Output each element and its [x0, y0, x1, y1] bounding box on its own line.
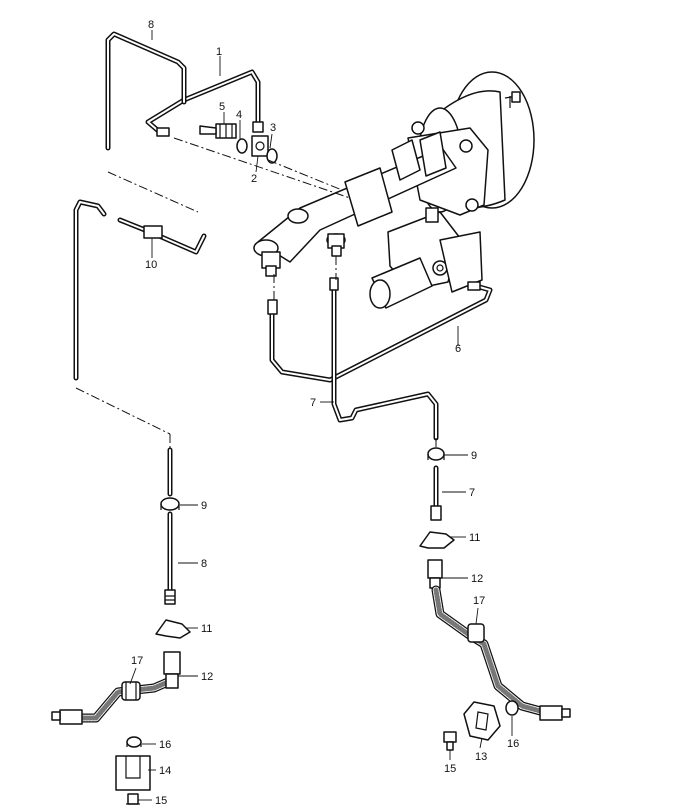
nut-16-left: [126, 736, 142, 748]
leader-lines: [129, 30, 513, 801]
callout-6: 6: [455, 343, 461, 355]
callout-15-left: 15: [155, 795, 167, 807]
callout-13: 13: [475, 751, 487, 763]
bracket-13-right: [463, 701, 501, 741]
bracket-14-left: [115, 755, 151, 791]
adapter-2: [251, 135, 269, 157]
callout-16-right: 16: [507, 738, 519, 750]
brake-pipe-8-lower: [164, 447, 176, 605]
callout-14: 14: [159, 765, 171, 777]
callout-labels: 8 1 5 4 3 2 10 6 7 9 8 11 17 12 16 14 15…: [131, 19, 519, 807]
callout-12-left: 12: [201, 671, 213, 683]
callout-9-right: 9: [471, 450, 477, 462]
brake-hose-17-right: [427, 559, 571, 721]
clip-11-right: [419, 531, 455, 549]
callout-7-mid: 7: [310, 397, 316, 409]
callout-1: 1: [216, 46, 222, 58]
callout-12-right: 12: [471, 573, 483, 585]
seal-ring-3: [266, 148, 278, 164]
seal-ring-4: [236, 138, 248, 154]
brake-pipe-8-upper: [105, 31, 187, 151]
master-cylinder: [253, 131, 457, 277]
callout-16-left: 16: [159, 739, 171, 751]
callout-8-top: 8: [148, 19, 154, 31]
callout-17-left: 17: [131, 655, 143, 667]
nut-16-right: [505, 700, 519, 716]
callout-11-right: 11: [469, 532, 480, 544]
clip-11-left: [155, 619, 191, 639]
pressure-regulator-valve: [369, 207, 483, 309]
callout-10: 10: [145, 259, 157, 271]
brake-hose-17-left: [51, 651, 181, 725]
fitting-5-union: [199, 123, 237, 139]
brake-pipe-7-upper: [329, 277, 439, 441]
callout-17-right: 17: [473, 595, 485, 607]
brake-pipe-7-lower: [430, 465, 442, 521]
callout-7-right: 7: [469, 487, 475, 499]
callout-11-left: 11: [201, 623, 212, 635]
callout-9-left: 9: [201, 500, 207, 512]
callout-3: 3: [270, 122, 276, 134]
brake-pipe-1: [145, 69, 264, 137]
nut-9-left: [160, 497, 180, 511]
assembly-lines: [75, 137, 437, 448]
callout-2: 2: [251, 173, 257, 185]
nut-9-right: [427, 447, 445, 461]
callout-5: 5: [219, 101, 225, 113]
callout-15-right: 15: [444, 763, 456, 775]
callout-8-lower: 8: [201, 558, 207, 570]
callout-4: 4: [236, 109, 242, 121]
brake-pipe-6: [267, 281, 493, 383]
bolt-15-left: [126, 793, 140, 805]
brake-pipe-10: [73, 199, 207, 381]
bolt-15-right: [443, 731, 457, 751]
